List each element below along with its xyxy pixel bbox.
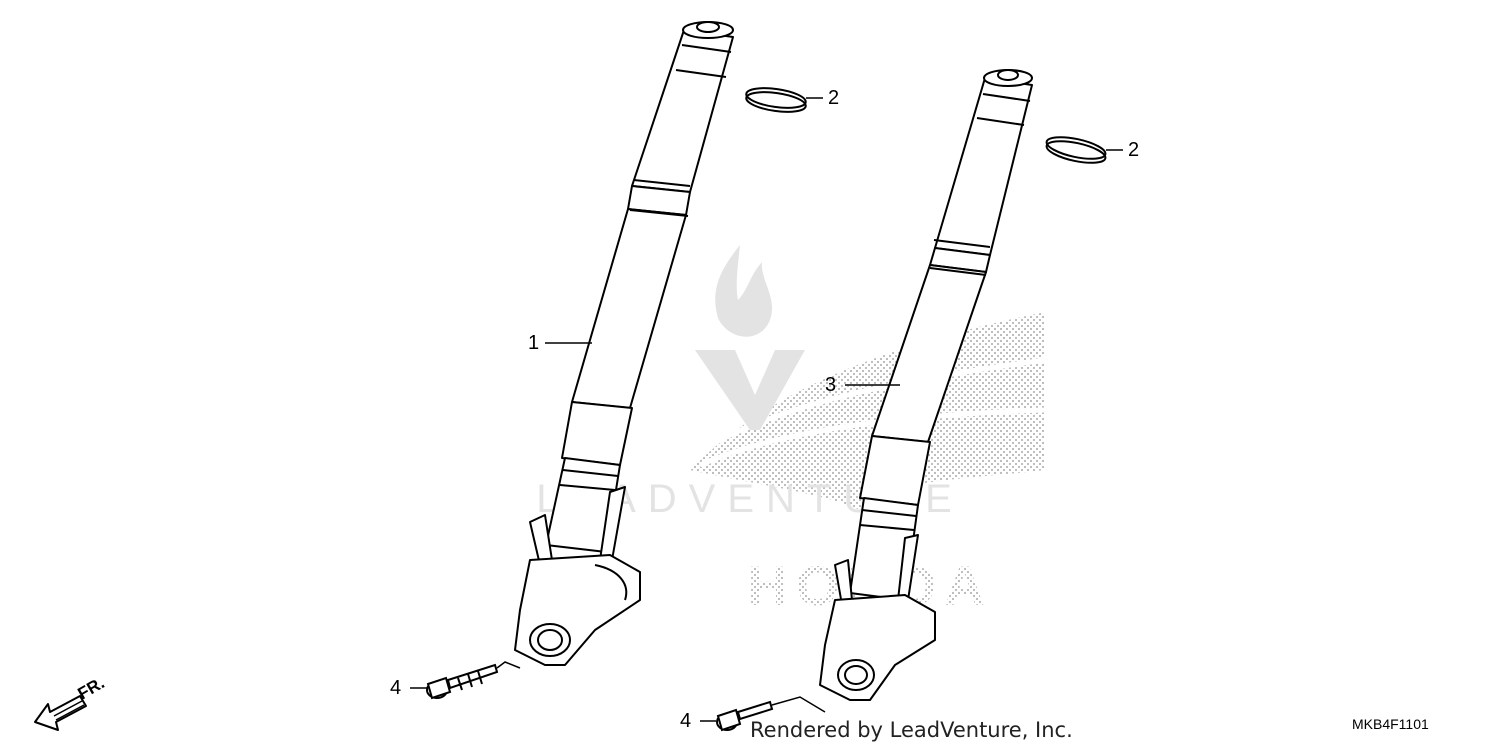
leadventure-flame-logo [715,245,773,337]
ring-right [1045,136,1107,164]
fork-assembly-right [819,69,1033,701]
bolt-right [716,700,774,732]
callout-part-3: 3 [825,374,837,396]
bolt-left [426,663,499,700]
front-direction-arrow-icon: FR. [34,673,108,731]
fork-assembly-left [514,21,734,666]
callout-part-2-left: 2 [828,87,840,109]
leader-lines [410,97,1123,722]
callout-part-2-right: 2 [1128,139,1140,161]
render-credit: Rendered by LeadVenture, Inc. [750,718,1073,742]
leader-part-4-right [700,696,826,722]
callout-part-4-right: 4 [680,710,692,732]
leader-part-4-left [410,661,521,689]
ring-left [745,87,807,113]
diagram-part-code: MKB4F1101 [1352,716,1429,732]
callout-part-1: 1 [528,332,540,354]
callout-part-4-left: 4 [390,677,402,699]
